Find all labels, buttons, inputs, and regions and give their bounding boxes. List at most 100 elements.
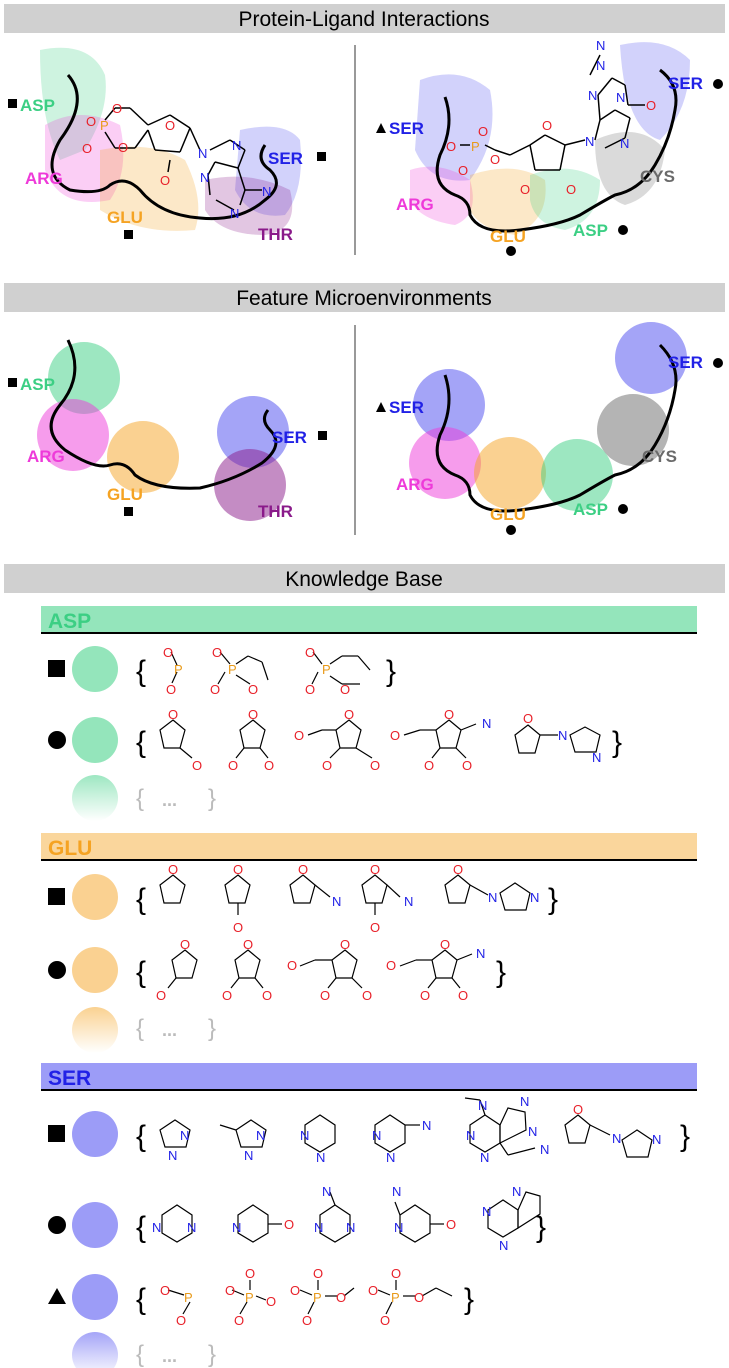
brace-close: } — [680, 1120, 690, 1153]
residue-label-arg: ARG — [25, 169, 63, 188]
atom-n: N — [262, 184, 271, 199]
atom-n: N — [480, 1150, 489, 1165]
atom-n: N — [316, 1150, 325, 1165]
atom-n: N — [616, 90, 625, 105]
kb-asp: ASP { O P O O P O O O P — [40, 606, 697, 821]
atom-o: O — [245, 1266, 255, 1281]
square-marker-icon — [318, 431, 327, 440]
brace-open: { — [136, 726, 146, 759]
residue-label-thr: THR — [258, 502, 293, 521]
residue-label-arg: ARG — [396, 475, 434, 494]
atom-o: O — [233, 920, 243, 935]
brace-open: { — [136, 1283, 146, 1316]
atom-n: N — [466, 1128, 475, 1143]
glu-environment — [107, 421, 179, 493]
atom-n: N — [256, 1128, 265, 1143]
brace-open: { — [136, 785, 144, 812]
atom-n: N — [652, 1132, 661, 1147]
atom-o: O — [380, 1313, 390, 1328]
atom-o: O — [210, 682, 220, 697]
atom-o: O — [478, 124, 488, 139]
atom-n: N — [152, 1220, 161, 1235]
square-marker-icon — [8, 99, 17, 108]
atom-o: O — [160, 173, 170, 188]
atom-o: O — [168, 707, 178, 722]
kb-label-ser: SER — [48, 1067, 91, 1090]
atom-o: O — [243, 937, 253, 952]
atom-p: P — [174, 662, 183, 677]
atom-n: N — [422, 1118, 431, 1133]
glu-environment-icon — [72, 947, 118, 993]
atom-o: O — [305, 645, 315, 660]
residue-label-asp: ASP — [573, 500, 608, 519]
glu-region — [470, 168, 546, 235]
atom-o: O — [228, 758, 238, 773]
residue-label-asp: ASP — [20, 96, 55, 115]
ser-environment — [217, 396, 289, 468]
residue-label-arg: ARG — [27, 447, 65, 466]
circle-marker-icon — [618, 504, 628, 514]
atom-o: O — [262, 988, 272, 1003]
residue-label-glu: GLU — [490, 227, 526, 246]
atom-n: N — [386, 1150, 395, 1165]
kb-label-asp: ASP — [48, 610, 91, 633]
atom-n: N — [180, 1128, 189, 1143]
backbone-curve — [50, 74, 278, 221]
atom-o: O — [287, 958, 297, 973]
atom-n: N — [346, 1220, 355, 1235]
backbone-curve — [435, 343, 678, 513]
residue-label-ser: SER — [272, 428, 307, 447]
square-marker-icon — [317, 152, 326, 161]
atom-o: O — [284, 1217, 294, 1232]
atom-o: O — [414, 1290, 424, 1305]
atom-o: O — [156, 988, 166, 1003]
atom-n: N — [528, 1124, 537, 1139]
interactions-section: Protein-Ligand Interactions — [4, 4, 725, 33]
square-marker-icon — [48, 1125, 65, 1142]
triangle-marker-icon — [48, 1288, 66, 1304]
atom-o: O — [266, 1294, 276, 1309]
circle-marker-icon — [48, 961, 66, 979]
brace-close: } — [464, 1283, 474, 1316]
atom-p: P — [100, 118, 109, 133]
circle-marker-icon — [618, 225, 628, 235]
residue-label-arg: ARG — [396, 195, 434, 214]
residue-label-ser: SER — [668, 353, 703, 372]
atom-n: N — [596, 58, 605, 73]
brace-open: { — [136, 1120, 146, 1153]
atom-n: N — [478, 1098, 487, 1113]
atom-o: O — [290, 1283, 300, 1298]
ligand-structure — [104, 107, 262, 211]
residue-label-ser: SER — [668, 74, 703, 93]
backbone-curve — [49, 339, 278, 490]
more-ellipsis: ... — [162, 1020, 177, 1040]
section-bar — [4, 4, 725, 33]
atom-n: N — [230, 206, 239, 221]
residue-label-ser: SER — [268, 149, 303, 168]
atom-o: O — [520, 182, 530, 197]
residue-label-thr: THR — [258, 225, 293, 244]
kb-section: Knowledge Base — [4, 564, 725, 593]
atom-p: P — [184, 1290, 193, 1305]
atom-o: O — [424, 758, 434, 773]
atom-o: O — [370, 862, 380, 877]
kb-ser: SER { N N N N N N N N N — [40, 1063, 697, 1368]
atom-p: P — [391, 1290, 400, 1305]
atom-n: N — [314, 1220, 323, 1235]
glu-environment-icon — [72, 1007, 118, 1053]
residue-label-asp: ASP — [20, 375, 55, 394]
atom-o: O — [294, 728, 304, 743]
atom-n: N — [372, 1128, 381, 1143]
atom-o: O — [165, 118, 175, 133]
section-bar — [4, 283, 725, 312]
atom-o: O — [523, 711, 533, 726]
atom-n: N — [585, 134, 594, 149]
residue-label-asp: ASP — [573, 221, 608, 240]
atom-o: O — [566, 182, 576, 197]
atom-n: N — [244, 1148, 253, 1163]
kb-glu: GLU { O O O O N O O N O N N } — [40, 833, 697, 1053]
atom-n: N — [232, 1220, 241, 1235]
residue-label-glu: GLU — [490, 505, 526, 524]
kb-label-glu: GLU — [48, 837, 92, 860]
